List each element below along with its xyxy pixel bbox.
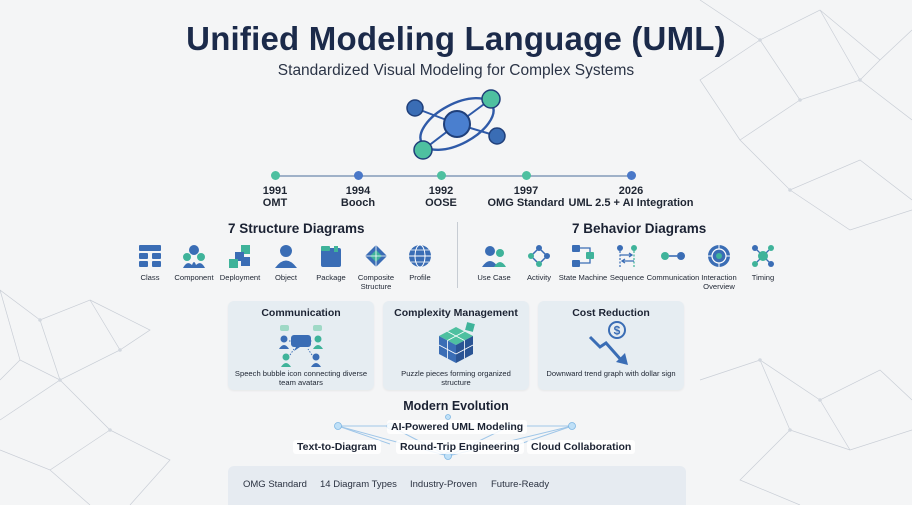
- diagram-type-label: Composite Structure: [357, 273, 395, 291]
- diagram-type-interaction-overview[interactable]: Interaction Overview: [689, 243, 749, 291]
- benefit-card-title: Communication: [261, 307, 341, 319]
- package-icon: [321, 246, 341, 267]
- diagram-type-activity[interactable]: Activity: [509, 243, 569, 282]
- puzzle-cube-icon: [438, 322, 475, 363]
- evolution-text-to-diagram-label: Text-to-Diagram: [293, 440, 381, 454]
- timeline-dot: [521, 171, 531, 180]
- benefit-card-description: Speech bubble icon connecting diverse te…: [234, 369, 368, 387]
- timeline-dot: [626, 171, 636, 180]
- section-divider: [457, 222, 458, 288]
- component-icon: [183, 245, 205, 268]
- diagram-type-state-machine[interactable]: State Machine: [553, 243, 613, 282]
- timeline-year: 1992: [428, 185, 454, 197]
- diagram-type-label: State Machine: [558, 273, 608, 282]
- footer-tag: Industry-Proven: [410, 479, 478, 490]
- diagram-type-label: Activity: [526, 273, 552, 282]
- timeline-item: 1997 OMG Standard: [466, 168, 586, 210]
- diagram-type-profile[interactable]: Profile: [390, 243, 450, 282]
- timeline-label: UML 2.5 + AI Integration: [568, 197, 694, 209]
- state-machine-icon: [572, 245, 594, 267]
- footer-tag: Future-Ready: [491, 479, 550, 490]
- timeline-year: 1991: [262, 185, 288, 197]
- evolution-center-label: AI-Powered UML Modeling: [387, 420, 528, 434]
- sequence-icon: [617, 245, 637, 267]
- footer-tag: 14 Diagram Types: [320, 479, 397, 490]
- diagram-type-sequence[interactable]: Sequence: [597, 243, 657, 282]
- diagram-type-label: Use Case: [477, 273, 511, 282]
- diagram-type-timing[interactable]: Timing: [733, 243, 793, 282]
- diagram-type-composite-structure[interactable]: Composite Structure: [346, 243, 406, 291]
- behavior-diagrams-heading: 7 Behavior Diagrams: [572, 221, 707, 236]
- benefit-card-title: Complexity Management: [394, 307, 518, 319]
- page-subtitle: Standardized Visual Modeling for Complex…: [277, 62, 635, 79]
- timeline-label: Booch: [340, 197, 376, 209]
- page-title: Unified Modeling Language (UML): [186, 20, 726, 57]
- class-icon: [139, 245, 161, 267]
- benefit-card-complexity-management: Complexity Management Puzzle pieces form…: [383, 301, 529, 390]
- history-timeline: 1991 OMT 1994 Booch 1992 OOSE 1997 OMG S…: [0, 168, 912, 210]
- timeline-item: 1994 Booch: [298, 168, 418, 210]
- svg-text:$: $: [614, 324, 621, 338]
- footer-tag: OMG Standard: [243, 479, 307, 490]
- diagram-type-label: Profile: [409, 273, 431, 282]
- diagram-type-deployment[interactable]: Deployment: [210, 243, 270, 282]
- benefit-card-cost-reduction: Cost Reduction $ Downward trend graph wi…: [538, 301, 684, 390]
- timeline-item: 2026 UML 2.5 + AI Integration: [561, 168, 701, 210]
- timeline-label: OOSE: [425, 197, 457, 209]
- diagram-type-label: Communication: [646, 273, 700, 282]
- timeline-item: 1991 OMT: [215, 168, 335, 210]
- diagram-type-label: Package: [316, 273, 346, 282]
- benefit-card-title: Cost Reduction: [572, 307, 650, 319]
- team-chat-icon: [279, 325, 323, 367]
- modern-evolution-heading: Modern Evolution: [403, 399, 509, 413]
- diagram-type-label: Timing: [751, 273, 775, 282]
- timeline-dot: [353, 171, 363, 180]
- diagram-type-label: Sequence: [609, 273, 645, 282]
- timeline-year: 2026: [618, 185, 644, 197]
- use-case-icon: [482, 246, 506, 267]
- composite-structure-icon: [365, 245, 387, 267]
- activity-icon: [528, 245, 550, 267]
- diagram-type-label: Class: [140, 273, 160, 282]
- timeline-label: OMG Standard: [487, 197, 565, 209]
- structure-diagrams-heading: 7 Structure Diagrams: [228, 221, 365, 236]
- diagram-type-package[interactable]: Package: [301, 243, 361, 282]
- timeline-line: [274, 175, 631, 177]
- benefit-card-description: Puzzle pieces forming organized structur…: [401, 369, 511, 387]
- footer-tag-bar: OMG Standard 14 Diagram Types Industry-P…: [228, 466, 686, 505]
- diagram-type-object[interactable]: Object: [256, 243, 316, 282]
- diagram-type-class[interactable]: Class: [120, 243, 180, 282]
- profile-icon: [409, 244, 431, 268]
- object-icon: [275, 245, 297, 268]
- evolution-cloud-collaboration-label: Cloud Collaboration: [527, 440, 636, 454]
- downtrend-dollar-icon: $: [588, 321, 628, 365]
- evolution-round-trip-label: Round-Trip Engineering: [396, 440, 524, 454]
- timeline-dot: [436, 171, 446, 180]
- timeline-label: OMT: [262, 197, 288, 209]
- deployment-icon: [229, 245, 250, 268]
- diagram-type-label: Deployment: [219, 273, 261, 282]
- timeline-dot: [270, 171, 280, 180]
- diagram-type-component[interactable]: Component: [164, 243, 224, 282]
- uml-network-logo-icon: [406, 89, 506, 160]
- diagram-type-label: Object: [275, 273, 297, 282]
- diagram-type-use-case[interactable]: Use Case: [464, 243, 524, 282]
- timing-icon: [752, 245, 774, 267]
- timeline-year: 1994: [345, 185, 371, 197]
- benefit-card-description: Downward trend graph with dollar sign: [546, 369, 676, 378]
- benefit-card-communication: Communication Speech bubble icon connect…: [228, 301, 374, 390]
- timeline-year: 1997: [513, 185, 539, 197]
- diagram-type-label: Component: [174, 273, 214, 282]
- interaction-overview-icon: [708, 245, 730, 267]
- diagram-type-label: Interaction Overview: [701, 273, 737, 291]
- diagram-type-communication[interactable]: Communication: [643, 243, 703, 282]
- timeline-item: 1992 OOSE: [381, 168, 501, 210]
- communication-icon: [661, 252, 685, 260]
